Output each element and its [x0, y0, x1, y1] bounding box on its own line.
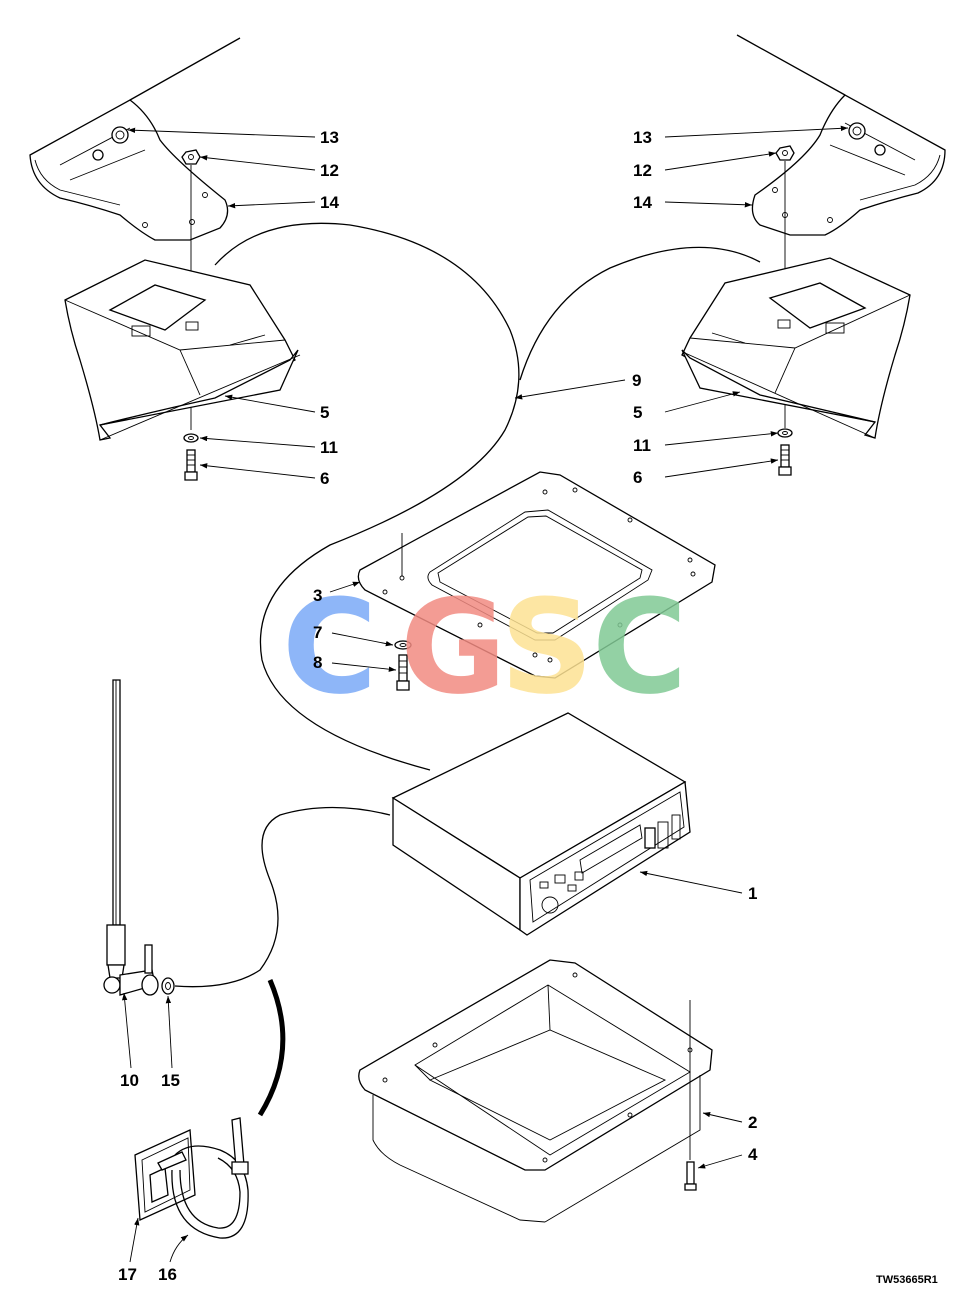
callout-14-left: 14 [320, 193, 339, 212]
callout-9: 9 [632, 371, 641, 390]
callout-14-right: 14 [633, 193, 652, 212]
callout-11-left: 11 [320, 438, 338, 457]
watermark: C G S C [282, 571, 687, 723]
watermark-letter-3: S [500, 571, 594, 723]
screw-4 [684, 1161, 697, 1191]
watermark-letter-4: C [592, 571, 687, 723]
callout-13-left: 13 [320, 128, 339, 147]
right-mount-5 [681, 257, 911, 439]
left-washer-11 [183, 433, 199, 443]
frame-plate-3 [357, 471, 716, 679]
callout-4: 4 [748, 1145, 758, 1164]
callout-5-left: 5 [320, 403, 329, 422]
nut-15 [161, 977, 175, 995]
callout-1: 1 [748, 884, 757, 903]
left-mount-5 [64, 259, 301, 441]
cable-strap-16 [171, 1117, 249, 1239]
callout-2: 2 [748, 1113, 757, 1132]
callout-8: 8 [313, 653, 322, 672]
left-upper-bracket [29, 37, 241, 241]
callout-12-right: 12 [633, 161, 652, 180]
figure-id: TW53665R1 [876, 1274, 938, 1286]
callout-labels: 13 12 14 5 11 6 13 12 14 9 5 11 6 3 7 8 … [118, 128, 758, 1284]
right-washer-11 [777, 428, 793, 438]
strap-cable-9 [214, 222, 761, 771]
callout-5-right: 5 [633, 403, 642, 422]
detail-arrow [257, 979, 286, 1117]
callout-12-left: 12 [320, 161, 339, 180]
callout-15: 15 [161, 1071, 180, 1090]
left-bolt-6 [184, 449, 198, 481]
callout-10: 10 [120, 1071, 139, 1090]
washer-7 [394, 640, 412, 650]
callout-16: 16 [158, 1265, 177, 1284]
right-upper-bracket [736, 34, 946, 236]
watermark-letter-2: G [400, 571, 507, 723]
callout-7: 7 [313, 623, 322, 642]
tie-mount-17 [134, 1129, 196, 1221]
tray-2 [358, 959, 713, 1223]
antenna-cable [174, 806, 391, 988]
callout-6-right: 6 [633, 468, 642, 487]
callout-6-left: 6 [320, 469, 329, 488]
antenna-10 [103, 679, 159, 996]
right-bolt-6 [778, 444, 792, 476]
watermark-letter-1: C [282, 571, 377, 723]
callout-13-right: 13 [633, 128, 652, 147]
callout-11-right: 11 [633, 436, 651, 455]
screw-8 [396, 654, 410, 691]
radio-unit-1 [391, 712, 691, 936]
leader-lines [121, 125, 849, 1263]
callout-3: 3 [313, 586, 322, 605]
callout-17: 17 [118, 1265, 137, 1284]
